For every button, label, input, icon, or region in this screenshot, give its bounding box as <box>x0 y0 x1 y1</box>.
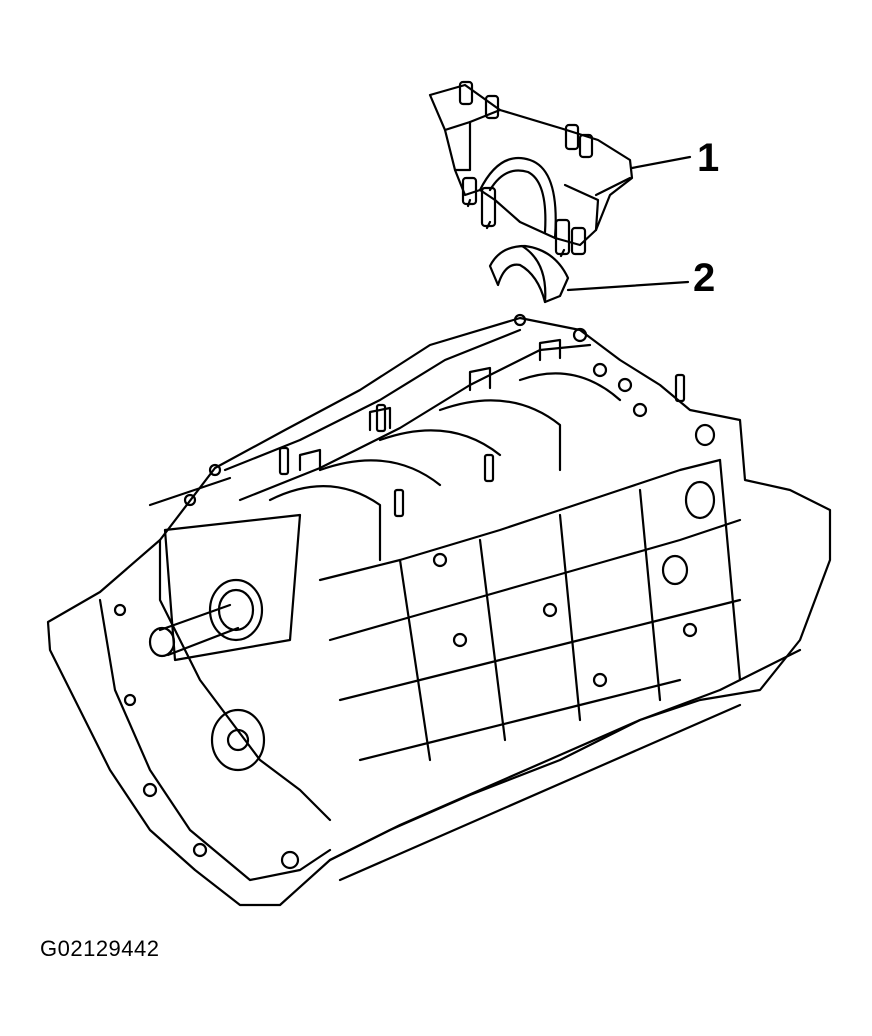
callout-2-leader <box>568 282 688 290</box>
callout-1-leader <box>632 157 690 168</box>
engine-block <box>48 315 830 905</box>
main-bearing-shell <box>490 246 568 302</box>
main-bearing-cap <box>430 82 632 256</box>
callout-number-1: 1 <box>697 136 720 180</box>
figure-id-label: G02129442 <box>40 936 160 961</box>
callout-number-2: 2 <box>693 256 716 300</box>
